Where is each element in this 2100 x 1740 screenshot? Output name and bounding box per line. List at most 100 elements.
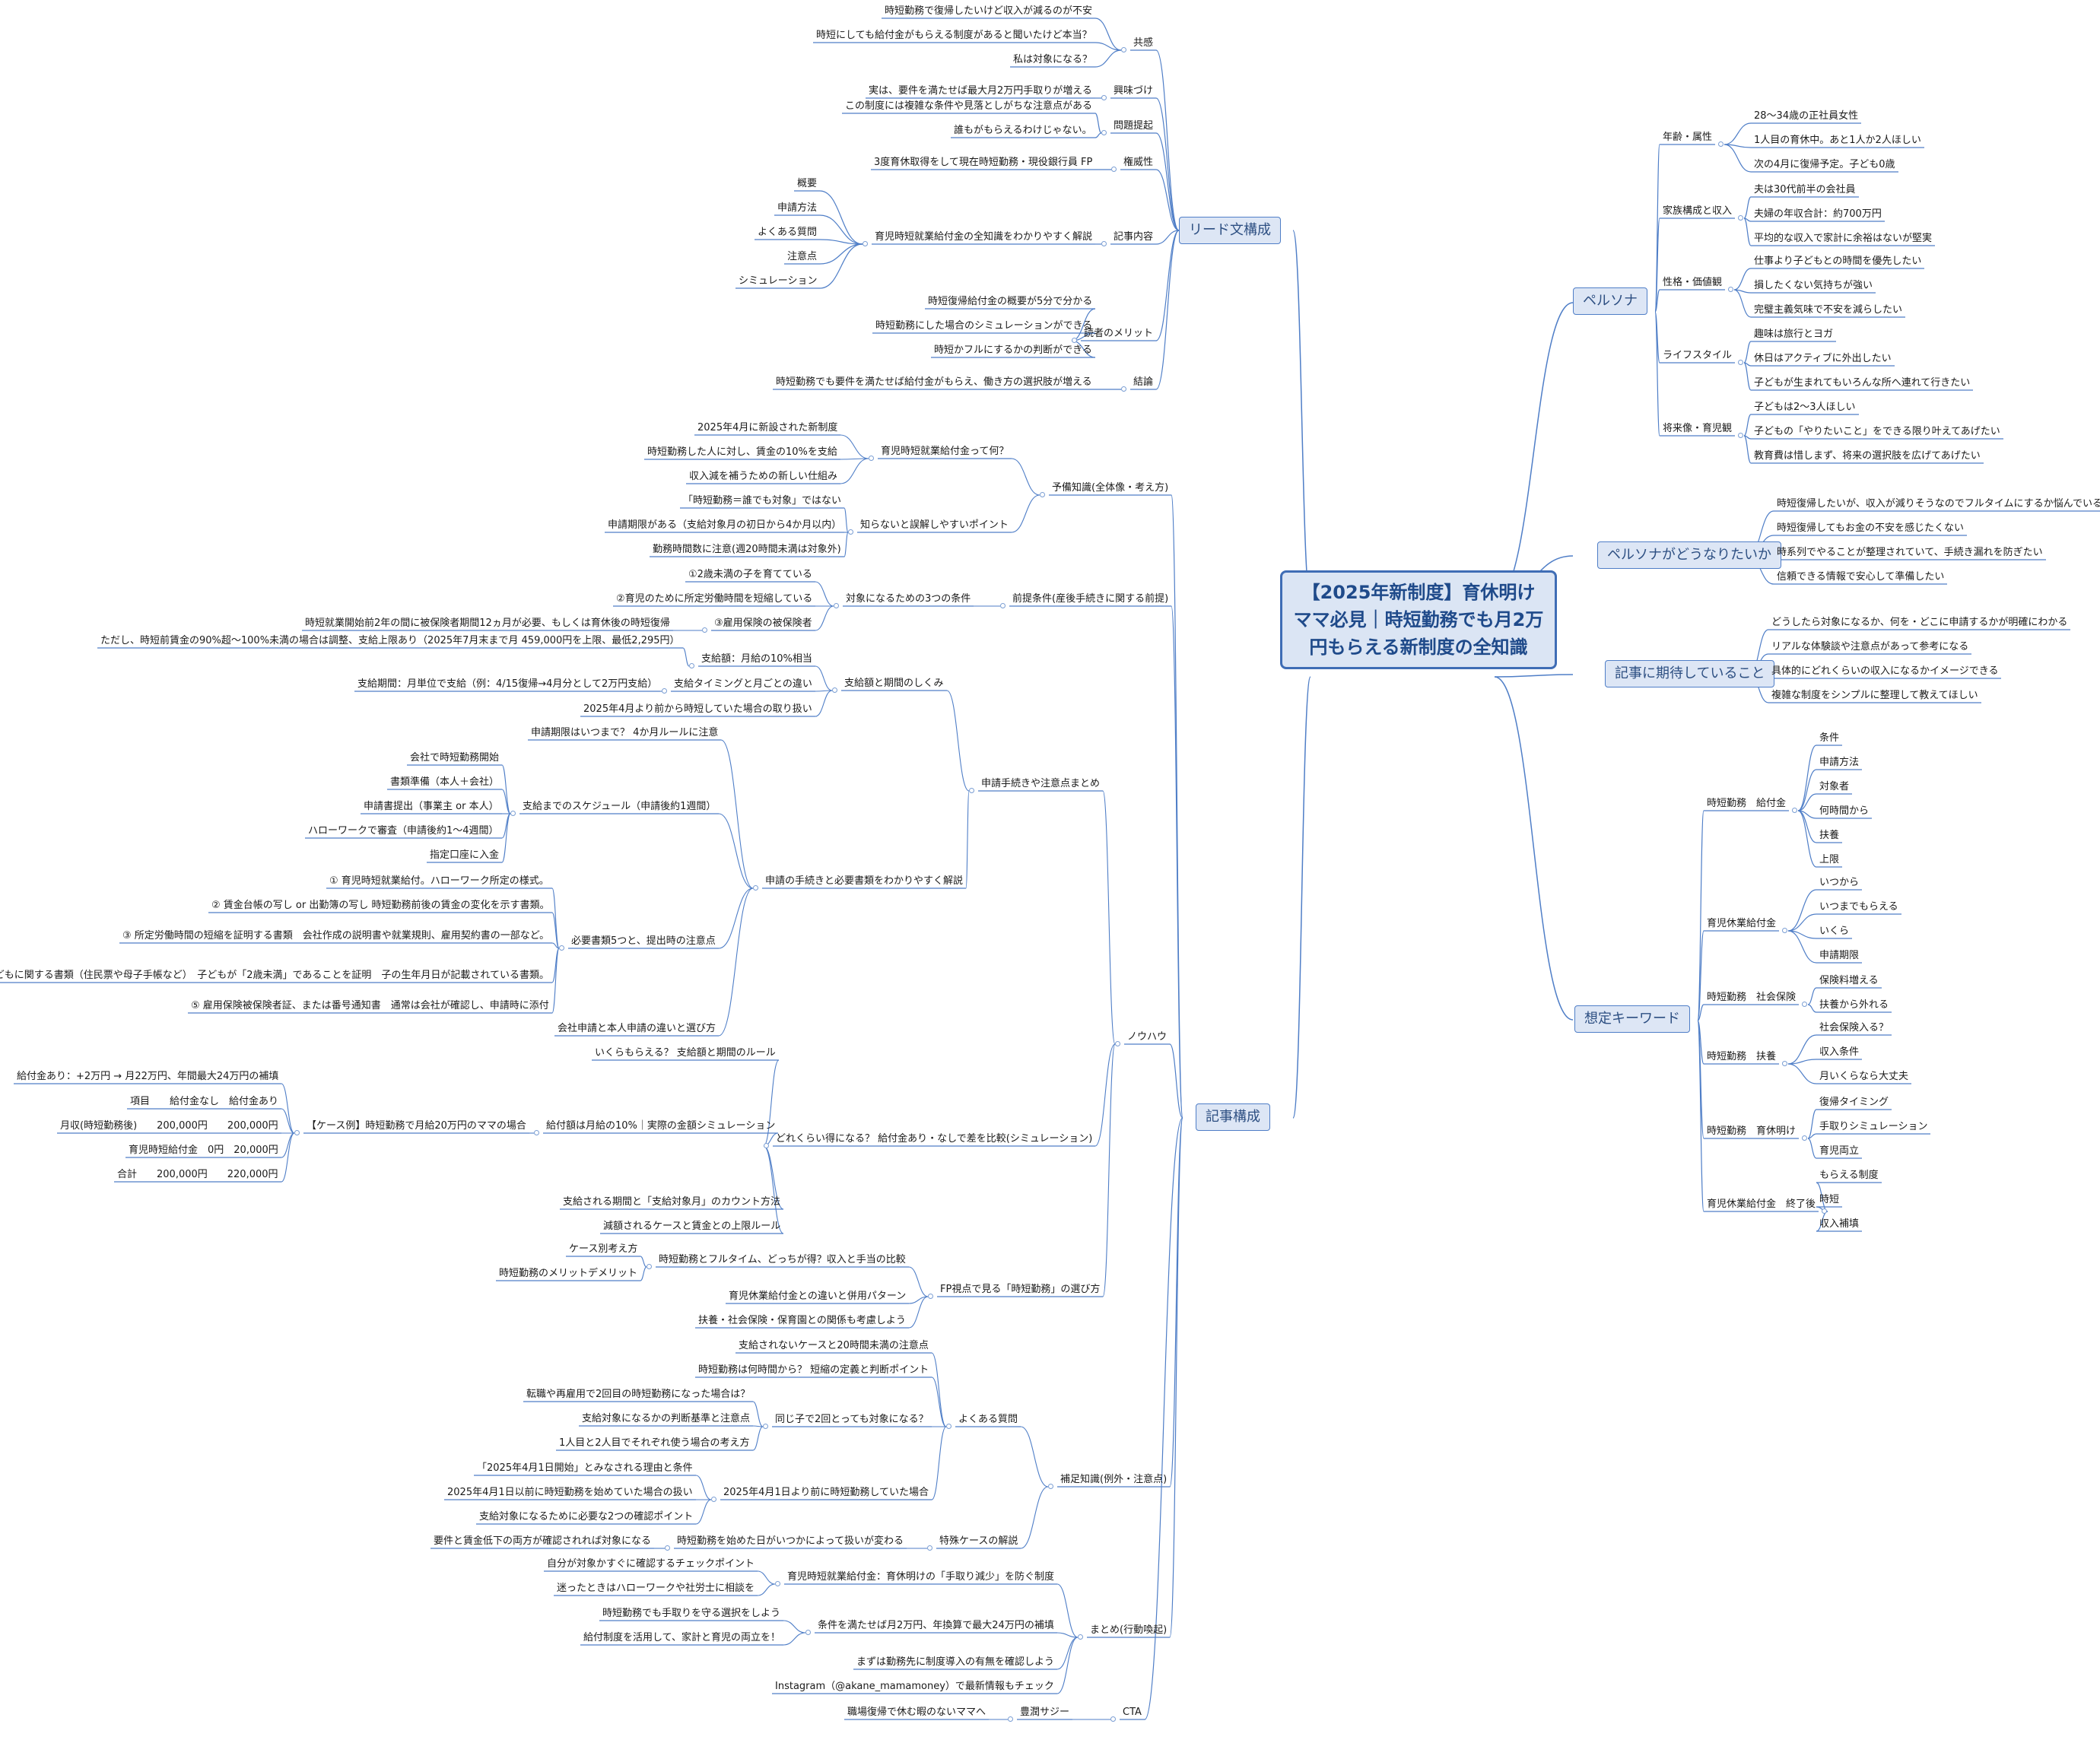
- keyword-group-item[interactable]: 復帰タイミング: [1819, 1097, 1889, 1108]
- keyword-group-item[interactable]: 対象者: [1819, 781, 1850, 792]
- fp-item[interactable]: 扶養・社会保険・保育園との関係も考慮しよう: [698, 1315, 906, 1326]
- proc-schedule[interactable]: 支給までのスケジュール（申請後約1週間）: [523, 801, 716, 812]
- document-item[interactable]: ③ 所定労働時間の短縮を証明する書類 会社作成の説明書や就業規則、雇用契約書の一…: [122, 930, 550, 941]
- persona-group-item[interactable]: 完璧主義気味で不安を減らしたい: [1754, 304, 1903, 316]
- branch-lead-structure[interactable]: リード文構成: [1179, 217, 1281, 244]
- cta-group[interactable]: 豊潤サジー: [1020, 1707, 1070, 1718]
- special-item[interactable]: 要件と賃金低下の両方が確認されれば対象になる: [434, 1535, 652, 1547]
- collapse-toggle-icon[interactable]: [1738, 215, 1743, 221]
- collapse-toggle-icon[interactable]: [753, 885, 758, 891]
- section-supplementary[interactable]: 補足知識(例外・注意点): [1060, 1474, 1168, 1485]
- collapse-toggle-icon[interactable]: [647, 1264, 652, 1269]
- keyword-group[interactable]: 育児休業給付金: [1707, 918, 1777, 929]
- lead-group[interactable]: 権威性: [1123, 157, 1154, 168]
- keyword-group-item[interactable]: 扶養: [1819, 830, 1840, 841]
- summary-item[interactable]: 自分が対象かすぐに確認するチェックポイント: [547, 1558, 755, 1570]
- collapse-toggle-icon[interactable]: [927, 1545, 932, 1551]
- sim-item[interactable]: 支給される期間と「支給対象月」のカウント方法: [563, 1196, 781, 1208]
- collapse-toggle-icon[interactable]: [764, 1143, 769, 1148]
- keyword-group[interactable]: 時短勤務 給付金: [1707, 798, 1787, 809]
- lead-item[interactable]: この制度には複雑な条件や見落としがちな注意点がある: [845, 100, 1093, 112]
- sim-item[interactable]: 減額されるケースと賃金との上限ルール: [603, 1221, 781, 1232]
- keyword-group-item[interactable]: いつまでもらえる: [1819, 901, 1898, 913]
- collapse-toggle-icon[interactable]: [1115, 1041, 1120, 1046]
- persona-group-item[interactable]: 夫婦の年収合計：約700万円: [1754, 208, 1882, 220]
- req-note[interactable]: 時短就業開始前2年の間に被保険者期間12ヵ月が必要、もしくは育休後の時短復帰: [305, 618, 670, 629]
- collapse-toggle-icon[interactable]: [1738, 433, 1743, 438]
- section-summary-cta[interactable]: まとめ(行動喚起): [1090, 1624, 1168, 1636]
- persona-group[interactable]: 年齢・属性: [1663, 132, 1713, 143]
- branch-persona-goal[interactable]: ペルソナがどうなりたいか: [1597, 541, 1781, 569]
- collapse-toggle-icon[interactable]: [1101, 95, 1107, 100]
- pay-note[interactable]: 支給期間：月単位で支給（例：4/15復帰→4月分として2万円支給）: [357, 678, 658, 690]
- collapse-toggle-icon[interactable]: [1728, 287, 1733, 292]
- lead-item[interactable]: 3度育休取得をして現在時短勤務・現役銀行員 FP: [874, 157, 1093, 168]
- collapse-toggle-icon[interactable]: [1072, 338, 1077, 343]
- content-topic[interactable]: よくある質問: [758, 227, 818, 238]
- collapse-toggle-icon[interactable]: [1040, 492, 1045, 497]
- summary-group[interactable]: 育児時短就業給付金：育休明けの「手取り減少」を防ぐ制度: [787, 1571, 1055, 1583]
- sim-howmuch[interactable]: いくらもらえる？ 支給額と期間のルール: [595, 1047, 776, 1059]
- document-item[interactable]: ② 賃金台帳の写し or 出勤簿の写し 時短勤務前後の賃金の変化を示す書類。: [211, 900, 550, 911]
- persona-group-item[interactable]: 28〜34歳の正社員女性: [1754, 110, 1859, 122]
- faq[interactable]: よくある質問: [958, 1414, 1018, 1425]
- summary-item[interactable]: まずは勤務先に制度導入の有無を確認しよう: [856, 1656, 1055, 1668]
- collapse-toggle-icon[interactable]: [928, 1294, 933, 1299]
- keyword-group-item[interactable]: 扶養から外れる: [1819, 999, 1889, 1011]
- collapse-toggle-icon[interactable]: [1121, 386, 1126, 392]
- summary-item[interactable]: 迷ったときはハローワークや社労士に相談を: [557, 1583, 755, 1594]
- persona-group-item[interactable]: 子どもは2〜3人ほしい: [1754, 402, 1856, 413]
- proc-deadline[interactable]: 申請期限はいつまで？ 4か月ルールに注意: [531, 727, 719, 738]
- procedure[interactable]: 申請の手続きと必要書類をわかりやすく解説: [765, 875, 964, 887]
- collapse-toggle-icon[interactable]: [689, 663, 694, 668]
- goal-item[interactable]: 時短復帰したいが、収入が減りそうなのでフルタイムにするか悩んでいる: [1777, 498, 2100, 510]
- persona-group-item[interactable]: 次の4月に復帰予定。子ども0歳: [1754, 159, 1895, 170]
- persona-group-item[interactable]: 休日はアクティブに外出したい: [1754, 353, 1892, 364]
- req-item[interactable]: ③雇用保険の被保険者: [714, 618, 812, 629]
- keyword-group-item[interactable]: 手取りシミュレーション: [1819, 1121, 1928, 1132]
- faq-same-item[interactable]: 転職や再雇用で2回目の時短勤務になった場合は？: [526, 1389, 751, 1400]
- fp-view[interactable]: FP視点で見る「時短勤務」の選び方: [940, 1284, 1101, 1295]
- schedule-step[interactable]: 指定口座に入金: [430, 849, 500, 861]
- collapse-toggle-icon[interactable]: [834, 603, 839, 608]
- document-item[interactable]: ⑤ 雇用保険被保険者証、または番号通知書 通常は会社が確認し、申請時に添付: [191, 1000, 549, 1011]
- lead-group[interactable]: 読者のメリット: [1084, 328, 1154, 339]
- pay-mechanism[interactable]: 支給額と期間のしくみ: [844, 678, 944, 689]
- lead-item[interactable]: 時短にしても給付金がもらえる制度があると聞いたけど本当？: [816, 30, 1092, 41]
- collapse-toggle-icon[interactable]: [1110, 1716, 1116, 1722]
- collapse-toggle-icon[interactable]: [1718, 141, 1724, 147]
- collapse-toggle-icon[interactable]: [1048, 1484, 1053, 1489]
- pre-item[interactable]: 2025年4月に新設された新制度: [697, 422, 838, 433]
- expectation-item[interactable]: 具体的にどれくらいの収入になるかイメージできる: [1771, 665, 1999, 677]
- collapse-toggle-icon[interactable]: [805, 1630, 811, 1635]
- keyword-group[interactable]: 時短勤務 社会保険: [1707, 992, 1797, 1003]
- keyword-group-item[interactable]: いくら: [1819, 926, 1850, 937]
- collapse-toggle-icon[interactable]: [863, 241, 868, 246]
- collapse-toggle-icon[interactable]: [702, 627, 707, 633]
- req-item[interactable]: ②育児のために所定労働時間を短縮している: [616, 593, 813, 605]
- sim-result[interactable]: 給付金あり：+2万円 → 月22万円、年間最大24万円の補填: [17, 1071, 279, 1082]
- persona-group-item[interactable]: 趣味は旅行とヨガ: [1754, 329, 1834, 340]
- pre-group[interactable]: 知らないと誤解しやすいポイント: [860, 519, 1009, 531]
- collapse-toggle-icon[interactable]: [869, 456, 874, 461]
- keyword-group[interactable]: 時短勤務 扶養: [1707, 1051, 1777, 1062]
- pre-item[interactable]: 申請期限がある（支給対象月の初日から4か月以内）: [608, 519, 842, 531]
- collapse-toggle-icon[interactable]: [294, 1130, 300, 1135]
- faq-same-item[interactable]: 1人目と2人目でそれぞれ使う場合の考え方: [559, 1437, 750, 1449]
- proc-documents[interactable]: 必要書類5つと、提出時の注意点: [571, 935, 716, 947]
- branch-article-structure[interactable]: 記事構成: [1196, 1103, 1270, 1131]
- pre-item[interactable]: 勤務時間数に注意(週20時間未満は対象外): [653, 544, 841, 555]
- pre-item[interactable]: 時短勤務した人に対し、賃金の10%を支給: [647, 446, 837, 458]
- expectation-item[interactable]: 複雑な制度をシンプルに整理して教えてほしい: [1771, 690, 1978, 701]
- keyword-group-item[interactable]: 育児両立: [1819, 1145, 1860, 1157]
- persona-group-item[interactable]: 平均的な収入で家計に余裕はないが堅実: [1754, 233, 1933, 244]
- keyword-group-item[interactable]: 申請期限: [1819, 950, 1860, 961]
- persona-group[interactable]: 性格・価値観: [1663, 277, 1723, 288]
- cta-item[interactable]: 職場復帰で休む暇のないママへ: [847, 1707, 986, 1718]
- collapse-toggle-icon[interactable]: [1101, 130, 1107, 135]
- collapse-toggle-icon[interactable]: [510, 811, 516, 816]
- lead-group[interactable]: 結論: [1133, 376, 1154, 388]
- faq-before-item[interactable]: 支給対象になるために必要な2つの確認ポイント: [479, 1511, 694, 1522]
- lead-item[interactable]: 実は、要件を満たせば最大月2万円手取りが増える: [869, 85, 1092, 97]
- persona-group[interactable]: 家族構成と収入: [1663, 205, 1733, 217]
